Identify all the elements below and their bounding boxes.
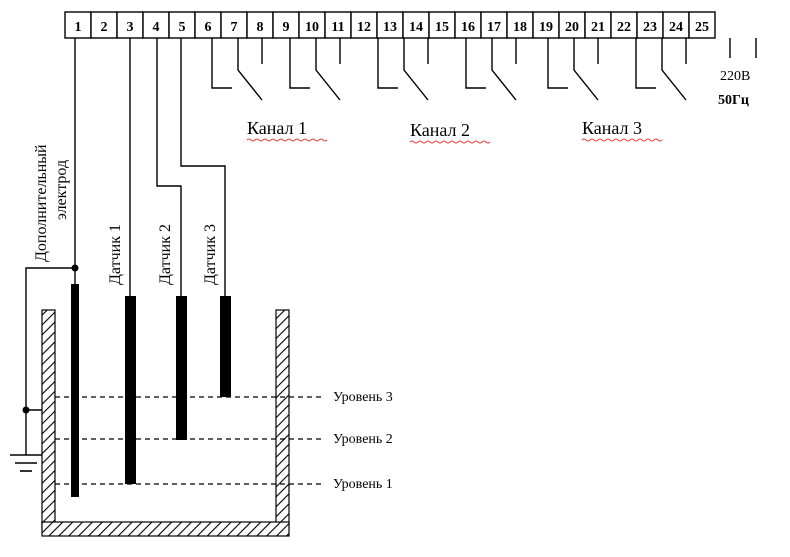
tank-left-wall xyxy=(41,309,56,529)
tank-right-wall xyxy=(275,309,290,529)
power-frequency-label: 50Гц xyxy=(718,93,749,108)
terminal-cell-16 xyxy=(454,11,482,39)
level-3-label: Уровень 3 xyxy=(333,390,393,405)
power-voltage-label: 220В xyxy=(720,69,750,84)
wire-terminal-5 xyxy=(180,38,226,297)
terminal-number-10: 10 xyxy=(305,20,319,35)
relay-contact-9-10-11 xyxy=(289,38,341,101)
channel-2-label: Канал 2 xyxy=(410,120,470,140)
relay-contact-15-16-17 xyxy=(465,38,517,101)
sensor-1-rod xyxy=(125,296,136,484)
terminal-number-17: 17 xyxy=(487,20,501,35)
terminal-number-25: 25 xyxy=(695,20,709,35)
channel-1-label: Канал 1 xyxy=(247,118,307,138)
terminal-number-20: 20 xyxy=(565,20,579,35)
terminal-number-15: 15 xyxy=(435,20,449,35)
tank-bottom xyxy=(41,521,290,537)
sensor-2-label: Датчик 2 xyxy=(157,224,174,285)
terminal-number-4: 4 xyxy=(153,20,160,35)
sensor-3-label: Датчик 3 xyxy=(202,224,219,285)
terminal-cell-23 xyxy=(636,11,664,39)
terminal-cell-12 xyxy=(350,11,378,39)
terminal-cell-20 xyxy=(558,11,586,39)
terminal-cell-17 xyxy=(480,11,508,39)
terminal-cell-25 xyxy=(688,11,716,39)
terminal-cell-5 xyxy=(168,11,196,39)
relay-contact-18-19-20 xyxy=(547,38,599,101)
terminal-number-24: 24 xyxy=(669,20,683,35)
power-leads xyxy=(729,38,757,58)
sensor-wires xyxy=(25,38,226,455)
terminal-number-9: 9 xyxy=(283,20,290,35)
terminal-number-1: 1 xyxy=(75,20,82,35)
terminal-number-22: 22 xyxy=(617,20,631,35)
relay-contacts xyxy=(211,38,757,101)
terminal-cell-7 xyxy=(220,11,248,39)
sensor-2-rod xyxy=(176,296,187,440)
ground-junction-dot xyxy=(22,406,30,414)
terminal-number-8: 8 xyxy=(257,20,264,35)
channel-3-label: Канал 3 xyxy=(582,118,642,138)
terminal-cell-8 xyxy=(246,11,274,39)
terminal-number-12: 12 xyxy=(357,20,371,35)
terminal-number-19: 19 xyxy=(539,20,553,35)
sensor-3-rod xyxy=(220,296,231,397)
terminal-number-2: 2 xyxy=(101,20,108,35)
additional-electrode-rod xyxy=(71,284,79,497)
terminal-cell-9 xyxy=(272,11,300,39)
terminal-number-14: 14 xyxy=(409,20,423,35)
terminal-cell-10 xyxy=(298,11,326,39)
terminal-number-16: 16 xyxy=(461,20,475,35)
sensor-1-label: Датчик 1 xyxy=(107,224,124,285)
relay-contact-6-7-8 xyxy=(211,38,263,101)
relay-contact-12-13-14 xyxy=(377,38,429,101)
electrodes xyxy=(71,284,231,497)
terminal-number-21: 21 xyxy=(591,20,605,35)
terminal-number-6: 6 xyxy=(205,20,212,35)
ground-icon xyxy=(10,454,42,472)
channel-underlines xyxy=(246,138,663,144)
level-2-label: Уровень 2 xyxy=(333,432,393,447)
wire-terminal-4 xyxy=(156,38,182,297)
terminal-number-23: 23 xyxy=(643,20,657,35)
level-1-label: Уровень 1 xyxy=(333,477,393,492)
tank xyxy=(41,309,290,537)
terminal-number-13: 13 xyxy=(383,20,397,35)
electrode-label-line2: электрод xyxy=(53,160,70,220)
terminal-number-3: 3 xyxy=(127,20,134,35)
terminal-number-5: 5 xyxy=(179,20,186,35)
terminal-cell-2 xyxy=(90,11,118,39)
electrode-label-line1: Дополнительный xyxy=(33,144,50,262)
electrode-junction-dot xyxy=(71,264,79,272)
terminal-cell-19 xyxy=(532,11,560,39)
terminal-number-18: 18 xyxy=(513,20,527,35)
ground-wire xyxy=(25,267,75,455)
terminal-number-11: 11 xyxy=(331,20,344,35)
relay-contact-21-22-23 xyxy=(635,38,687,101)
terminal-number-7: 7 xyxy=(231,20,238,35)
terminal-cell-1 xyxy=(64,11,92,39)
